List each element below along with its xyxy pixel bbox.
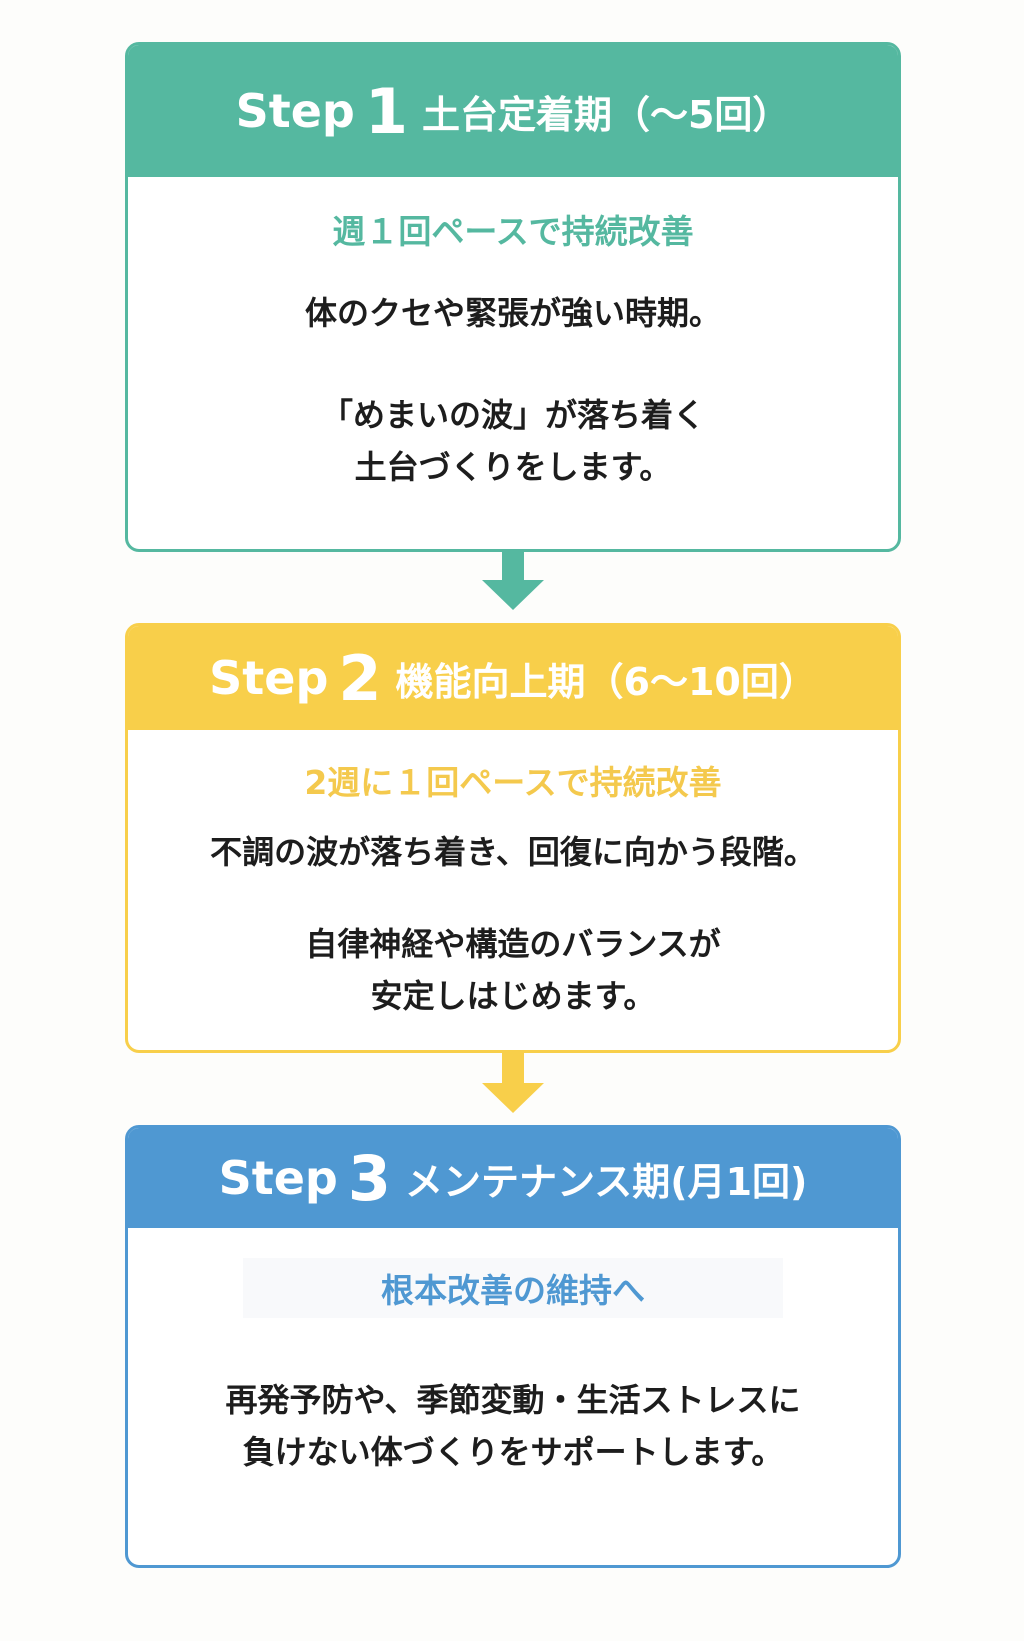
step-3-title: メンテナンス期(月1回) <box>404 1159 808 1204</box>
step-1-subtitle: 週１回ペースで持続改善 <box>332 212 694 251</box>
step-1-title: 土台定着期（〜5回） <box>421 92 791 137</box>
step-1-body: 週１回ペースで持続改善 体のクセや緊張が強い時期。 「めまいの波」が落ち着く 土… <box>128 205 898 493</box>
step-3-desc1-line2: 負けない体づくりをサポートします。 <box>242 1433 784 1471</box>
step-1-card: Step 1 土台定着期（〜5回） 週１回ペースで持続改善 体のクセや緊張が強い… <box>125 42 901 552</box>
step-3-header: Step 3 メンテナンス期(月1回) <box>128 1128 898 1228</box>
step-2-desc1-line1: 不調の波が落ち着き、回復に向かう段階。 <box>210 833 816 871</box>
step-2-desc2-line1: 自律神経や構造のバランスが <box>305 925 721 963</box>
step-2-subtitle: 2週に１回ペースで持続改善 <box>304 763 722 802</box>
step-2-header: Step 2 機能向上期（6〜10回） <box>128 626 898 730</box>
step-1-desc1-line1: 体のクセや緊張が強い時期。 <box>304 294 721 332</box>
step-2-desc2-line2: 安定しはじめます。 <box>370 977 656 1015</box>
step-1-desc2-line2: 土台づくりをします。 <box>354 448 672 486</box>
step-2-description-2: 自律神経や構造のバランスが 安定しはじめます。 <box>128 918 898 1022</box>
step-2-number: 2 <box>338 641 382 715</box>
step-1-header: Step 1 土台定着期（〜5回） <box>128 45 898 177</box>
step-2-word: Step <box>209 651 329 705</box>
down-arrow-icon <box>482 1053 544 1113</box>
step-2-body: 2週に１回ペースで持続改善 不調の波が落ち着き、回復に向かう段階。 自律神経や構… <box>128 756 898 1022</box>
step-1-description-2: 「めまいの波」が落ち着く 土台づくりをします。 <box>128 389 898 493</box>
step-2-card: Step 2 機能向上期（6〜10回） 2週に１回ペースで持続改善 不調の波が落… <box>125 623 901 1053</box>
step-3-number: 3 <box>347 1141 391 1215</box>
step-3-card: Step 3 メンテナンス期(月1回) 根本改善の維持へ 再発予防や、季節変動・… <box>125 1125 901 1568</box>
step-2-title: 機能向上期（6〜10回） <box>395 659 817 704</box>
down-arrow-icon <box>482 552 544 610</box>
step-1-number: 1 <box>364 74 408 148</box>
step-1-word: Step <box>235 84 355 138</box>
step-3-description-1: 再発予防や、季節変動・生活ストレスに 負けない体づくりをサポートします。 <box>128 1374 898 1478</box>
step-1-desc2-line1: 「めまいの波」が落ち着く <box>320 396 705 434</box>
step-3-desc1-line1: 再発予防や、季節変動・生活ストレスに <box>225 1381 801 1419</box>
step-1-description-1: 体のクセや緊張が強い時期。 <box>128 287 898 339</box>
step-3-word: Step <box>218 1151 338 1205</box>
step-3-body: 根本改善の維持へ 再発予防や、季節変動・生活ストレスに 負けない体づくりをサポー… <box>128 1258 898 1478</box>
step-3-subtitle: 根本改善の維持へ <box>243 1258 783 1318</box>
step-2-description-1: 不調の波が落ち着き、回復に向かう段階。 <box>128 826 898 878</box>
